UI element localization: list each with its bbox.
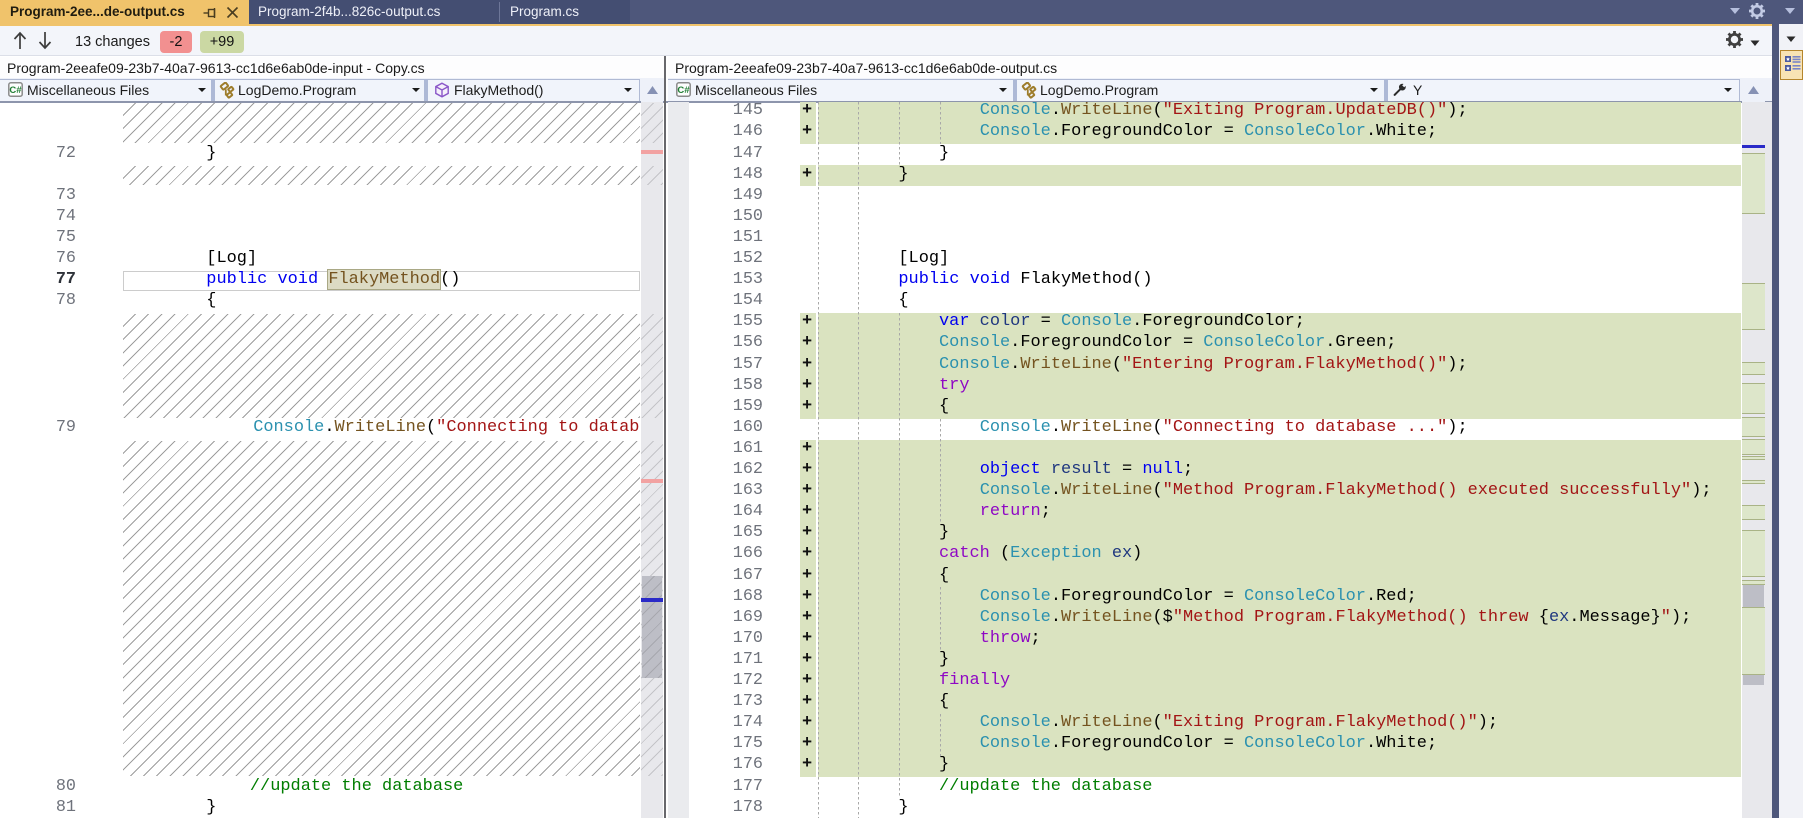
- svg-text:C#: C#: [677, 85, 690, 96]
- svg-text:C#: C#: [9, 85, 22, 96]
